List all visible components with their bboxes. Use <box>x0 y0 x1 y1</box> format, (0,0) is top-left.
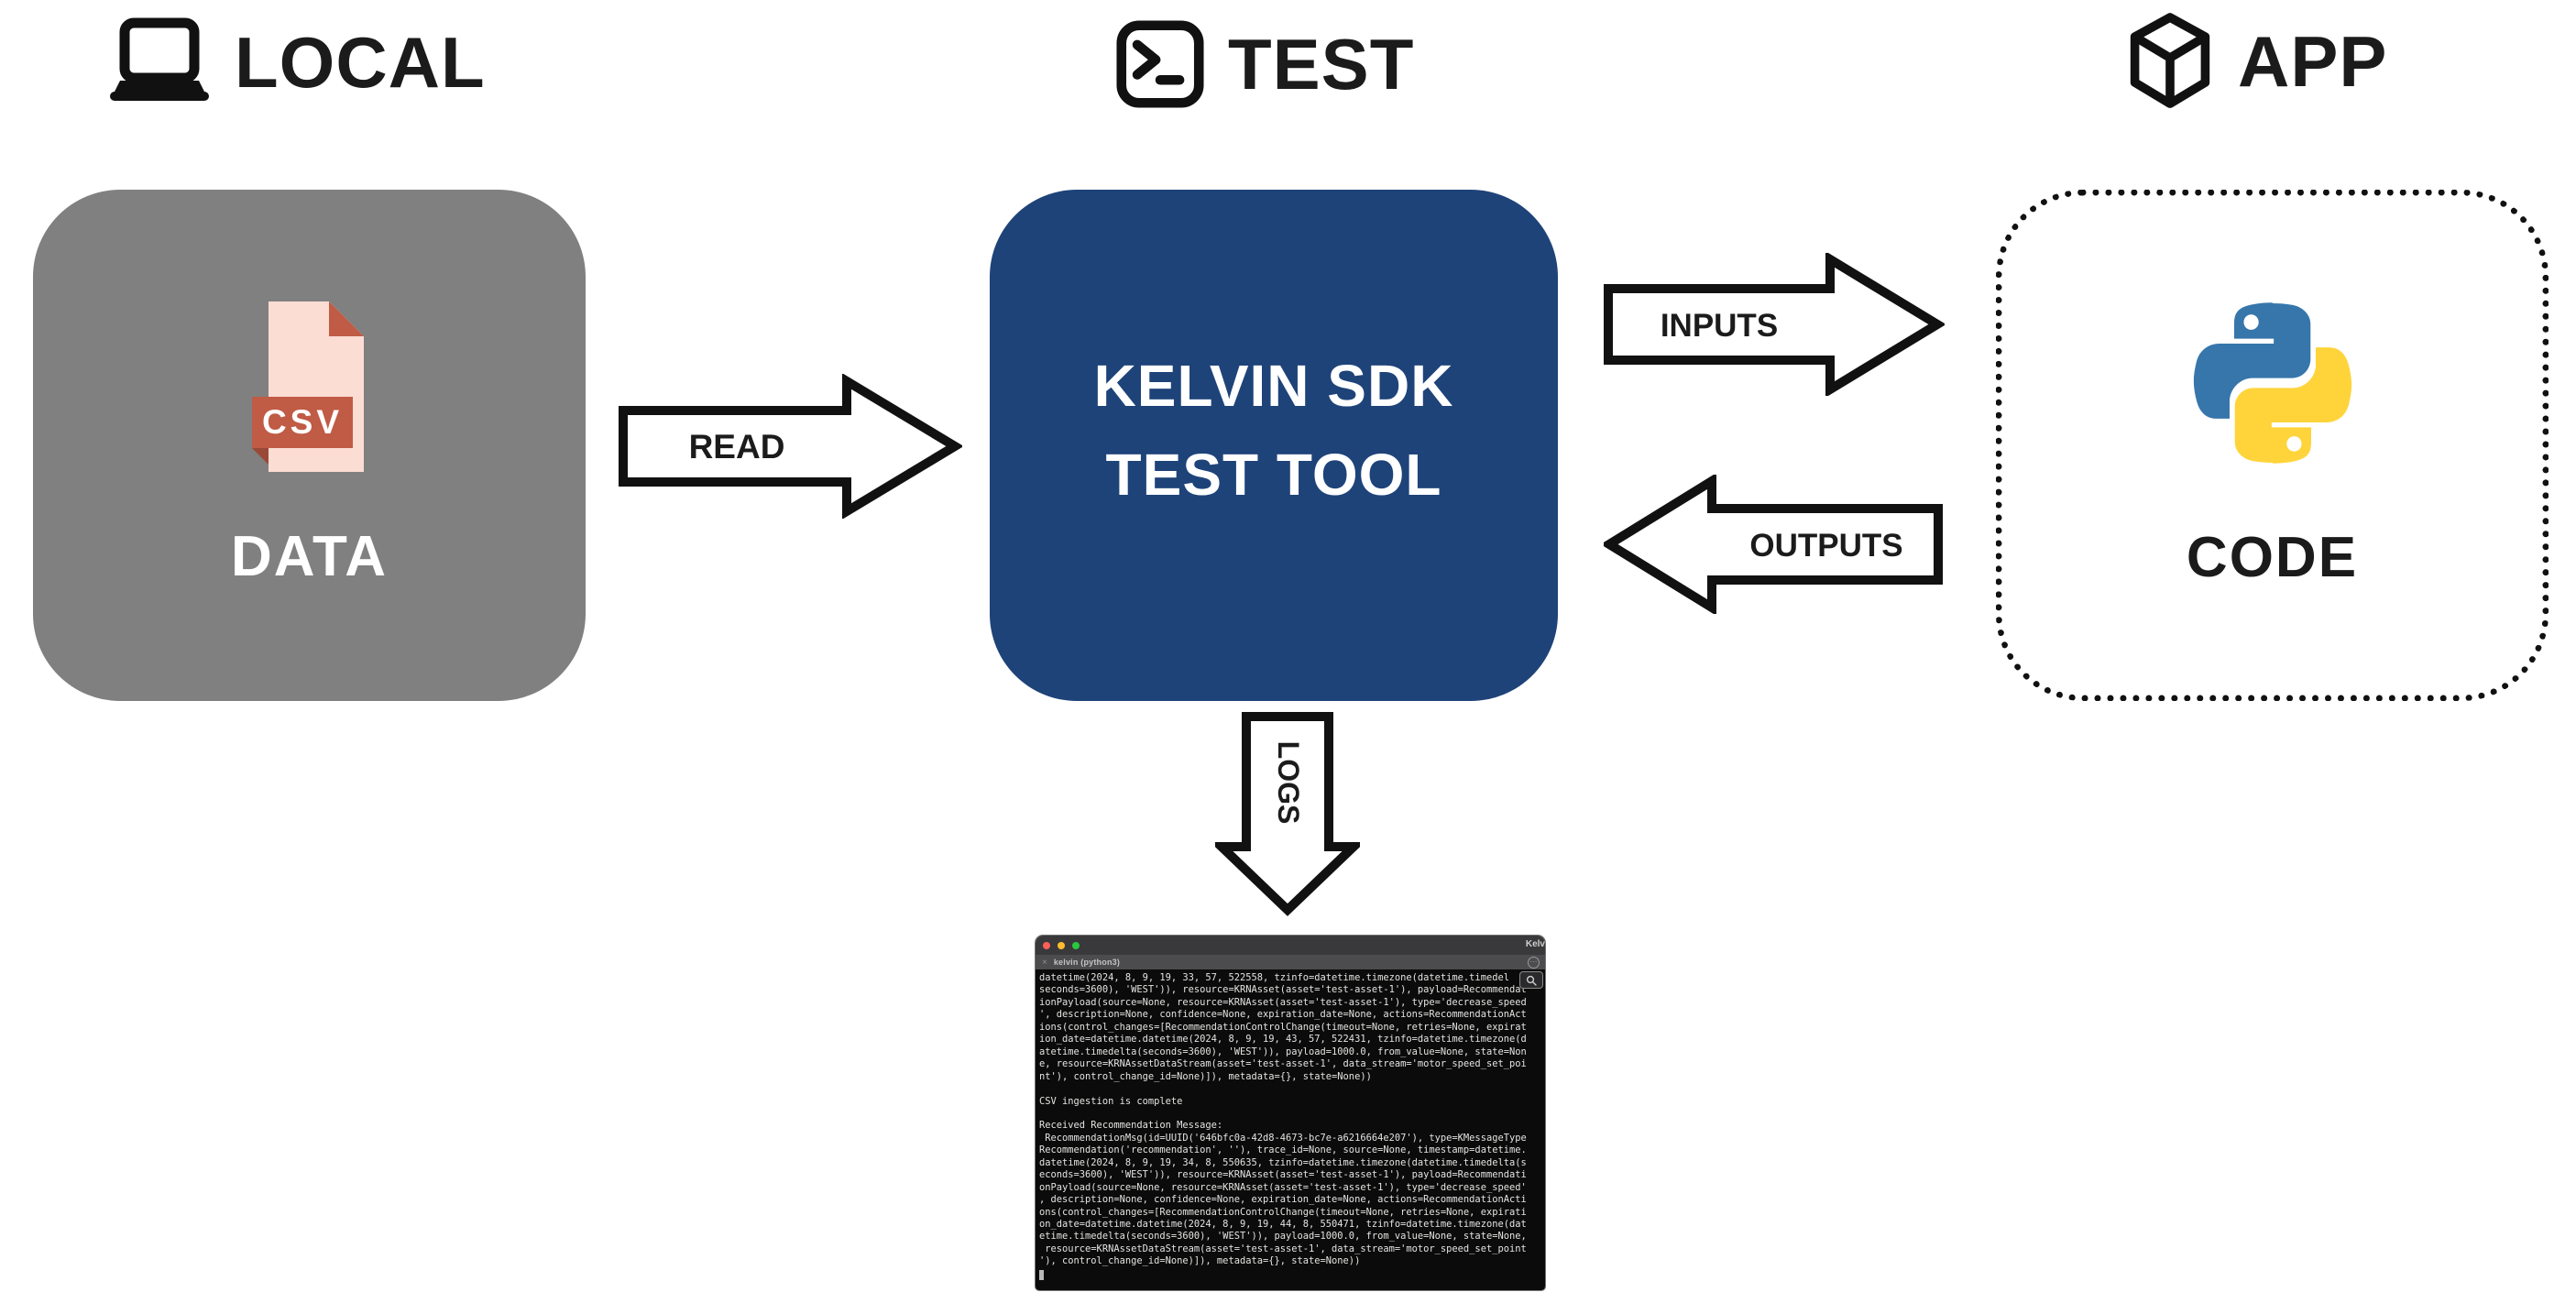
header-local-label: LOCAL <box>235 21 486 103</box>
inputs-arrow: INPUTS <box>1604 253 1945 396</box>
terminal-log-line: nt'), control_change_id=None)]), metadat… <box>1039 1070 1372 1082</box>
read-arrow-label: READ <box>689 428 785 465</box>
logs-arrow-label: LOGS <box>1272 741 1305 825</box>
terminal-log-line: datetime(2024, 8, 9, 19, 33, 57, 522558,… <box>1039 972 1509 983</box>
terminal-log-line: ons(control_changes=[RecommendationContr… <box>1039 1206 1527 1218</box>
logs-arrow: LOGS <box>1215 712 1360 916</box>
terminal-log-line: ion_date=datetime.datetime(2024, 8, 9, 1… <box>1039 1034 1527 1046</box>
terminal-log-line: Recommendation('recommendation', ''), tr… <box>1039 1144 1527 1156</box>
terminal-log-line: seconds=3600), 'WEST')), resource=KRNAss… <box>1039 984 1527 996</box>
terminal-window-title: Kelv <box>1525 939 1545 949</box>
terminal-cursor <box>1039 1269 1044 1280</box>
python-logo-icon <box>2190 301 2355 470</box>
kelvin-sdk-test-tool-node: KELVIN SDK TEST TOOL <box>990 190 1558 701</box>
terminal-log-line: '), control_change_id=None)]), metadata=… <box>1039 1255 1361 1267</box>
header-local: LOCAL <box>108 16 486 108</box>
terminal-log-line: ', description=None, confidence=None, ex… <box>1039 1009 1527 1021</box>
terminal-tabbar[interactable]: × kelvin (python3) ⋯ <box>1036 955 1545 969</box>
terminal-log-line: , description=None, confidence=None, exp… <box>1039 1194 1527 1206</box>
terminal-log-line: CSV ingestion is complete <box>1039 1095 1183 1107</box>
terminal-window: Kelv × kelvin (python3) ⋯ datetime(2024,… <box>1036 936 1545 1290</box>
kelvin-node-label-line2: TEST TOOL <box>1105 442 1442 508</box>
tab-close-icon[interactable]: × <box>1042 957 1047 968</box>
terminal-icon <box>1116 20 1204 108</box>
data-node-label: DATA <box>231 525 388 588</box>
close-window-button[interactable] <box>1043 941 1050 949</box>
terminal-log-line: datetime(2024, 8, 9, 19, 34, 8, 550635, … <box>1039 1156 1527 1168</box>
terminal-log-line: on_date=datetime.datetime(2024, 8, 9, 19… <box>1039 1219 1527 1231</box>
terminal-log-line: etime.timedelta(seconds=3600), 'WEST')),… <box>1039 1231 1527 1243</box>
terminal-tab-title[interactable]: kelvin (python3) <box>1053 958 1121 967</box>
csv-file-icon: CSV <box>248 301 371 476</box>
terminal-titlebar: Kelv <box>1036 936 1545 955</box>
terminal-log-line: Received Recommendation Message: <box>1039 1120 1223 1132</box>
outputs-arrow-label: OUTPUTS <box>1749 528 1902 564</box>
terminal-log-line: resource=KRNAssetDataStream(asset='test-… <box>1039 1243 1527 1254</box>
outputs-arrow: OUTPUTS <box>1604 475 1943 614</box>
terminal-log-line: e, resource=KRNAssetDataStream(asset='te… <box>1039 1058 1527 1070</box>
terminal-log-line: RecommendationMsg(id=UUID('646bfc0a-42d8… <box>1039 1132 1527 1144</box>
code-node-label: CODE <box>2186 526 2359 589</box>
terminal-log-line: econds=3600), 'WEST')), resource=KRNAsse… <box>1039 1169 1527 1181</box>
header-test: TEST <box>1116 20 1414 108</box>
terminal-log-line <box>1039 1083 1541 1095</box>
header-app-label: APP <box>2238 20 2388 102</box>
minimize-window-button[interactable] <box>1058 941 1065 949</box>
data-node: CSV DATA <box>33 190 586 701</box>
inputs-arrow-label: INPUTS <box>1661 308 1778 344</box>
kelvin-node-label-line1: KELVIN SDK <box>1093 353 1454 419</box>
terminal-log-line: ions(control_changes=[RecommendationCont… <box>1039 1021 1527 1033</box>
read-arrow: READ <box>619 374 962 519</box>
header-app: APP <box>2126 11 2387 112</box>
terminal-log-lines: datetime(2024, 8, 9, 19, 33, 57, 522558,… <box>1039 972 1541 1268</box>
code-node: CODE <box>1996 190 2549 701</box>
terminal-log-line <box>1039 1108 1541 1120</box>
csv-badge-label: CSV <box>261 403 342 441</box>
search-button[interactable] <box>1519 971 1543 989</box>
magnifier-icon <box>1526 975 1537 986</box>
cube-icon <box>2126 11 2214 112</box>
terminal-log-line: atetime.timedelta(seconds=3600), 'WEST')… <box>1039 1046 1527 1057</box>
terminal-log-line: ionPayload(source=None, resource=KRNAsse… <box>1039 996 1527 1008</box>
header-test-label: TEST <box>1228 23 1415 104</box>
terminal-output: datetime(2024, 8, 9, 19, 33, 57, 522558,… <box>1036 969 1545 1290</box>
tab-options-icon[interactable]: ⋯ <box>1528 957 1540 969</box>
maximize-window-button[interactable] <box>1072 941 1080 949</box>
terminal-log-line: onPayload(source=None, resource=KRNAsset… <box>1039 1181 1527 1193</box>
laptop-icon <box>108 16 211 108</box>
